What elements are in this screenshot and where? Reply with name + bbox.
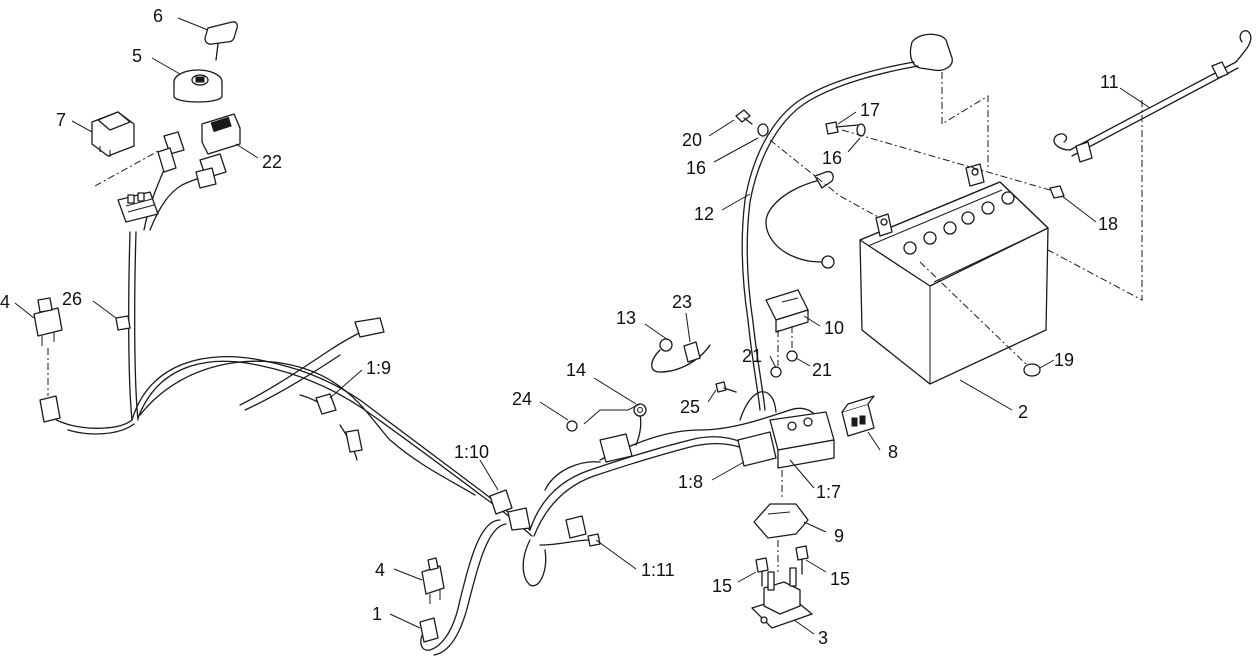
- callout-24: 24: [512, 389, 532, 409]
- boot-10: [765, 289, 809, 333]
- callout-4-left: 4: [0, 292, 10, 312]
- clip-1-10: [489, 489, 531, 531]
- callout-labels: 6 5 7 22 4 26 1:9 1:10 4 1 1:11 14 24 13…: [0, 6, 1119, 648]
- callout-18: 18: [1098, 214, 1118, 234]
- callout-8: 8: [888, 442, 898, 462]
- bolts-15: [755, 545, 809, 587]
- clip-1-11: [565, 515, 601, 547]
- battery-2: [859, 163, 1049, 385]
- nuts-21: [770, 326, 798, 378]
- interlock-switch-4-bottom: [419, 557, 445, 643]
- key-part-6: [204, 21, 238, 61]
- callout-11: 11: [1100, 72, 1119, 92]
- switch-7: [91, 111, 135, 157]
- callout-7: 7: [56, 110, 66, 130]
- solenoid-3: [751, 567, 813, 629]
- callout-6: 6: [153, 6, 163, 26]
- relay-block: [769, 411, 835, 469]
- callout-25: 25: [680, 397, 700, 417]
- callout-15-right: 15: [830, 569, 850, 589]
- connector-14: [599, 403, 647, 463]
- callout-1: 1: [372, 604, 382, 624]
- ignition-switch-5: [173, 69, 223, 103]
- callout-16-right: 16: [822, 148, 842, 168]
- callout-21-right: 21: [812, 360, 832, 380]
- callout-20: 20: [682, 130, 702, 150]
- boot-9: [753, 470, 809, 572]
- callout-5: 5: [132, 46, 142, 66]
- harness-connector-top: [354, 317, 385, 338]
- callout-16-left: 16: [686, 158, 706, 178]
- callout-23: 23: [672, 292, 692, 312]
- callout-3: 3: [818, 628, 828, 648]
- callout-9: 9: [834, 526, 844, 546]
- small-hardware: [566, 381, 737, 432]
- relay-8: [841, 395, 875, 437]
- callout-13: 13: [616, 308, 636, 328]
- interlock-switch-4-left: [33, 297, 63, 423]
- connector-26-clip: [115, 315, 131, 331]
- callout-12: 12: [694, 204, 714, 224]
- callout-1-7: 1:7: [816, 482, 841, 502]
- plug-connectors-switch: [94, 131, 227, 189]
- harness-connector-main: [117, 191, 159, 223]
- callout-22: 22: [262, 152, 282, 172]
- callout-1-8: 1:8: [678, 472, 703, 492]
- hour-meter-22: [201, 113, 241, 155]
- connector-1-8: [737, 431, 777, 467]
- battery-cable-13: [651, 170, 835, 373]
- callout-10: 10: [824, 318, 844, 338]
- clip-1-9: [315, 393, 363, 453]
- leader-lines: [14, 17, 1151, 635]
- callout-14: 14: [566, 360, 586, 380]
- callout-4-bottom: 4: [375, 560, 385, 580]
- callout-1-9: 1:9: [366, 358, 391, 378]
- callout-1-10: 1:10: [454, 442, 489, 462]
- battery-hardware: [735, 72, 1143, 377]
- callout-15-left: 15: [712, 576, 732, 596]
- battery-cable-12: [741, 33, 953, 411]
- callout-26: 26: [62, 289, 82, 309]
- callout-1-11: 1:11: [641, 560, 675, 580]
- hold-down-rod-11: [1053, 30, 1252, 163]
- callout-2: 2: [1018, 402, 1028, 422]
- callout-17: 17: [860, 100, 880, 120]
- callout-19: 19: [1054, 350, 1074, 370]
- callout-21-left: 21: [742, 346, 762, 366]
